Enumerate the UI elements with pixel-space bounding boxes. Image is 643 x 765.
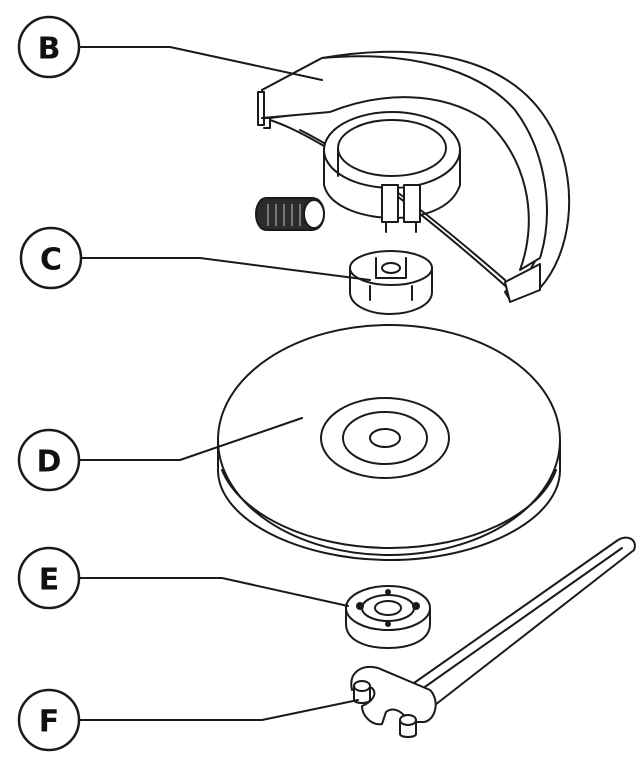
callout-circle-f bbox=[17, 688, 81, 752]
clamp-bolt-part bbox=[254, 197, 326, 231]
bushing-part bbox=[349, 250, 433, 315]
leader-line-f bbox=[79, 699, 359, 721]
callout-label-f: F bbox=[39, 705, 60, 740]
leader-line-d bbox=[79, 417, 303, 461]
callout-label-c: C bbox=[40, 243, 62, 278]
callout-label-b: B bbox=[38, 32, 61, 67]
callout-circle-b bbox=[17, 15, 81, 79]
callout-c: C bbox=[19, 226, 83, 290]
callout-e: E bbox=[17, 546, 81, 610]
callout-circle-c bbox=[19, 226, 83, 290]
pin-spanner-part bbox=[350, 536, 636, 738]
callout-b: B bbox=[17, 15, 81, 79]
callout-label-d: D bbox=[37, 445, 62, 480]
leader-line-b bbox=[79, 46, 323, 81]
flange-nut-part bbox=[345, 585, 431, 649]
leader-line-c bbox=[81, 257, 371, 281]
callout-d: D bbox=[17, 428, 81, 492]
callout-f: F bbox=[17, 688, 81, 752]
wheel-guard-part bbox=[257, 50, 571, 303]
callout-circle-e bbox=[17, 546, 81, 610]
leader-lines bbox=[79, 46, 371, 721]
grinding-disc-part bbox=[217, 324, 561, 561]
callout-label-e: E bbox=[39, 563, 60, 598]
leader-line-e bbox=[79, 577, 349, 607]
callout-circle-d bbox=[17, 428, 81, 492]
